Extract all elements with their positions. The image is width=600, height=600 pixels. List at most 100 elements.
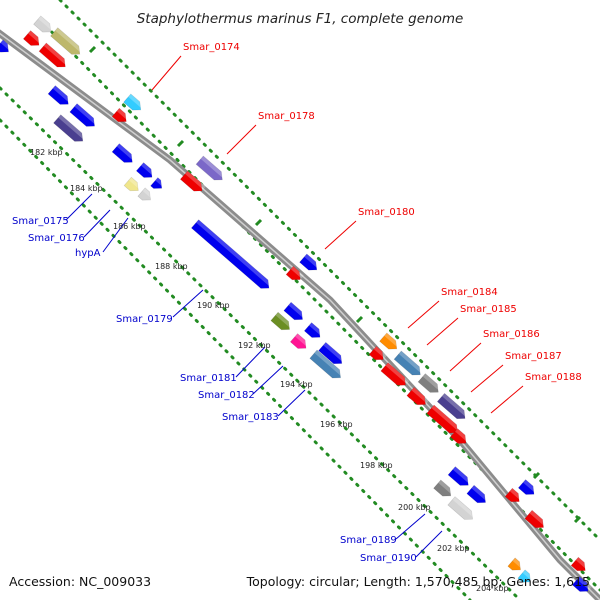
gene-shading bbox=[196, 219, 273, 287]
gene-label[interactable]: Smar_0178 bbox=[258, 111, 315, 122]
gene-arrow bbox=[571, 576, 589, 592]
leader-line bbox=[252, 365, 284, 395]
gene-label[interactable]: Smar_0183 bbox=[222, 412, 279, 423]
gene-arrow bbox=[368, 345, 384, 361]
gene-arrow bbox=[380, 362, 406, 386]
gene-feature bbox=[111, 107, 130, 123]
gene-shading bbox=[275, 312, 294, 329]
gene-arrow bbox=[150, 177, 163, 189]
gene-arrow bbox=[504, 487, 520, 503]
gene-arrow bbox=[0, 39, 9, 53]
leader-line bbox=[172, 289, 204, 318]
gene-feature bbox=[53, 114, 87, 142]
gene-arrow bbox=[447, 496, 473, 520]
gene-label[interactable]: Smar_0181 bbox=[180, 373, 237, 384]
gene-arrow bbox=[179, 170, 203, 192]
leader-line bbox=[449, 342, 482, 372]
gene-shading bbox=[43, 43, 69, 66]
gene-feature bbox=[195, 155, 226, 181]
gene-label[interactable]: Smar_0185 bbox=[460, 304, 517, 315]
gene-shading bbox=[529, 510, 548, 527]
gene-label[interactable]: hypA bbox=[75, 248, 101, 259]
leader-line bbox=[277, 389, 306, 417]
gene-shading bbox=[384, 332, 401, 348]
gene-arrow bbox=[285, 265, 301, 281]
gene-labels: Smar_0174Smar_0178Smar_0180Smar_0184Smar… bbox=[12, 42, 582, 564]
grid-tick bbox=[573, 515, 582, 524]
gene-shading bbox=[309, 322, 324, 337]
ruler-tick-label: 182 kbp bbox=[30, 148, 63, 157]
gene-shading bbox=[28, 30, 43, 45]
gene-shading bbox=[52, 85, 72, 103]
gene-feature bbox=[309, 349, 345, 379]
gene-feature bbox=[449, 428, 470, 444]
leader-line bbox=[415, 530, 443, 558]
gene-label[interactable]: Smar_0176 bbox=[28, 233, 85, 244]
gene-shading bbox=[304, 253, 321, 269]
gene-arrow bbox=[436, 392, 466, 420]
gene-features bbox=[0, 15, 592, 592]
leader-line bbox=[65, 193, 93, 221]
gene-label[interactable]: Smar_0186 bbox=[483, 329, 540, 340]
gene-feature bbox=[285, 265, 304, 281]
gene-arrow bbox=[318, 341, 343, 365]
gene-label[interactable]: Smar_0175 bbox=[12, 216, 69, 227]
gene-shading bbox=[512, 557, 525, 569]
grid-line bbox=[0, 118, 472, 600]
gene-feature bbox=[436, 392, 469, 420]
gene-arrow bbox=[137, 187, 151, 201]
gene-arrow bbox=[47, 85, 69, 105]
gene-shading bbox=[385, 362, 410, 384]
gene-feature bbox=[466, 484, 490, 504]
gene-label[interactable]: Smar_0189 bbox=[340, 535, 397, 546]
gene-label[interactable]: Smar_0184 bbox=[441, 287, 498, 298]
ruler-tick-label: 196 kbp bbox=[320, 420, 353, 429]
gene-feature bbox=[517, 479, 538, 495]
leader-line bbox=[151, 55, 182, 91]
gene-arrow bbox=[507, 557, 521, 571]
ruler-tick-label: 190 kbp bbox=[197, 301, 230, 310]
gene-feature bbox=[47, 85, 72, 105]
gene-feature bbox=[270, 311, 294, 331]
gene-shading bbox=[116, 108, 130, 121]
label-leader-lines bbox=[65, 55, 524, 558]
gene-feature bbox=[22, 30, 43, 46]
gene-arrow bbox=[190, 219, 270, 289]
gene-arrow bbox=[406, 386, 426, 406]
gene-feature bbox=[318, 341, 346, 365]
gene-arrow bbox=[123, 93, 142, 111]
gene-arrow bbox=[111, 143, 133, 163]
gene-label[interactable]: Smar_0182 bbox=[198, 390, 255, 401]
gene-arrow bbox=[53, 114, 84, 142]
gene-arrow bbox=[433, 479, 452, 497]
gene-feature bbox=[190, 219, 273, 289]
leader-line bbox=[426, 317, 459, 346]
gene-label[interactable]: Smar_0187 bbox=[505, 351, 562, 362]
gene-label[interactable]: Smar_0180 bbox=[358, 207, 415, 218]
gene-label[interactable]: Smar_0188 bbox=[525, 372, 582, 383]
ruler-tick-label: 192 kbp bbox=[238, 341, 271, 350]
gene-arrow bbox=[270, 311, 290, 331]
gene-label[interactable]: Smar_0174 bbox=[183, 42, 240, 53]
leader-line bbox=[235, 346, 266, 378]
gene-label[interactable]: Smar_0179 bbox=[116, 314, 173, 325]
ruler-tick-label: 194 kbp bbox=[280, 380, 313, 389]
gene-shading bbox=[185, 170, 206, 190]
gene-arrow bbox=[50, 27, 81, 55]
leader-line bbox=[102, 217, 129, 253]
gene-arrow bbox=[303, 322, 321, 338]
grid-line bbox=[0, 86, 522, 600]
gene-arrow bbox=[517, 569, 531, 583]
map-title: Staphylothermus marinus F1, complete gen… bbox=[137, 11, 464, 27]
gene-shading bbox=[442, 393, 469, 418]
gene-shading bbox=[128, 93, 145, 109]
gene-feature bbox=[447, 496, 477, 520]
gene-arrow bbox=[283, 301, 303, 321]
gene-arrow bbox=[38, 42, 66, 68]
gene-shading bbox=[74, 103, 99, 125]
gene-arrow bbox=[447, 466, 469, 486]
gene-feature bbox=[69, 103, 99, 127]
gene-label[interactable]: Smar_0190 bbox=[360, 553, 417, 564]
ruler-tick-label: 184 kbp bbox=[70, 184, 103, 193]
gene-feature bbox=[0, 39, 13, 53]
